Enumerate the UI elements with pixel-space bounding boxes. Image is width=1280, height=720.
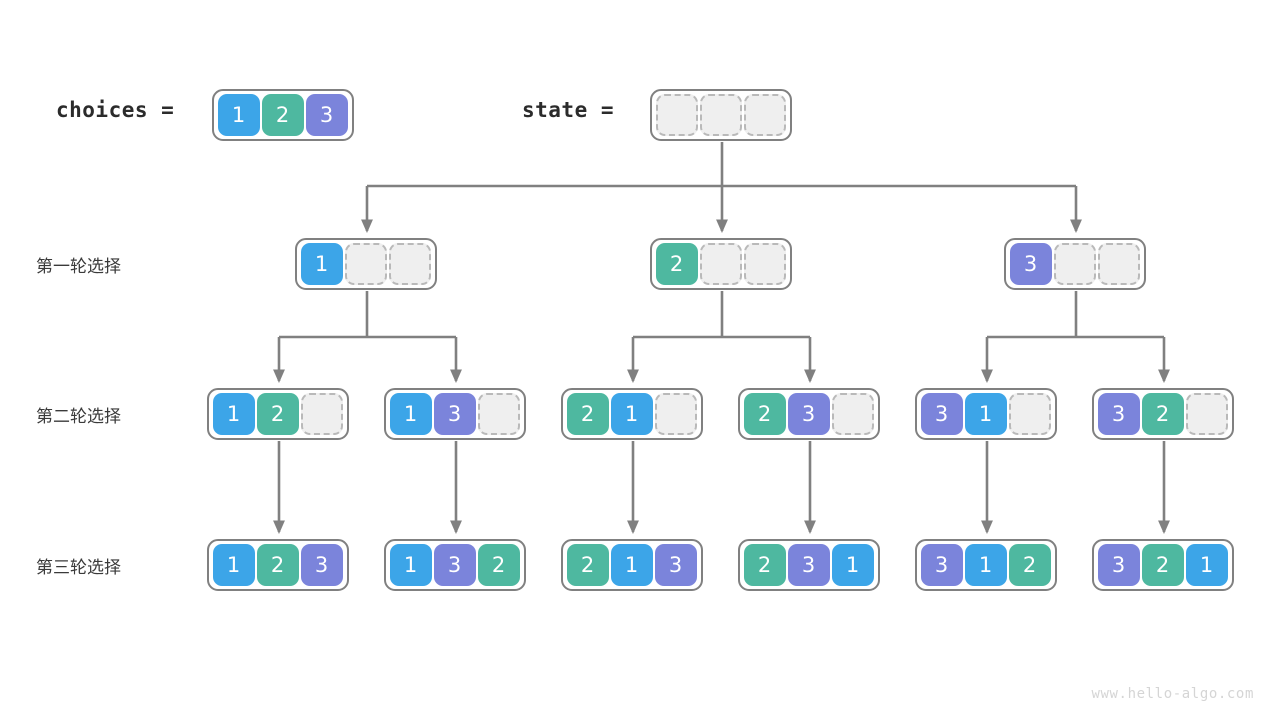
array-cell-filled: 1 bbox=[964, 544, 1007, 586]
array-cell-empty bbox=[1053, 243, 1096, 285]
choices-label: choices = bbox=[56, 98, 175, 122]
array-cell-filled: 2 bbox=[566, 393, 609, 435]
state-node-level1-1: 1 bbox=[294, 238, 437, 290]
array-cell-empty bbox=[831, 393, 874, 435]
array-cell-empty bbox=[300, 393, 343, 435]
array-cell-empty bbox=[699, 243, 742, 285]
row-label-round-2: 第二轮选择 bbox=[36, 407, 121, 427]
array-cell-filled: 2 bbox=[261, 94, 304, 136]
array-cell-filled: 1 bbox=[610, 544, 653, 586]
array-cell-filled: 3 bbox=[305, 94, 348, 136]
array-cell-empty bbox=[743, 243, 786, 285]
array-cell-filled: 3 bbox=[787, 544, 830, 586]
array-cell-filled: 3 bbox=[433, 544, 476, 586]
array-cell-filled: 3 bbox=[1097, 393, 1140, 435]
array-cell-filled: 3 bbox=[300, 544, 343, 586]
state-label: state = bbox=[522, 98, 615, 122]
array-cell-filled: 3 bbox=[787, 393, 830, 435]
array-cell-filled: 1 bbox=[964, 393, 1007, 435]
array-cell-filled: 2 bbox=[1008, 544, 1051, 586]
array-cell-filled: 2 bbox=[1141, 544, 1184, 586]
row-label-round-3: 第三轮选择 bbox=[36, 558, 121, 578]
row-label-round-1: 第一轮选择 bbox=[36, 257, 121, 277]
array-cell-empty bbox=[1008, 393, 1051, 435]
array-cell-filled: 1 bbox=[389, 393, 432, 435]
array-cell-filled: 2 bbox=[743, 393, 786, 435]
array-cell-filled: 2 bbox=[655, 243, 698, 285]
array-cell-empty bbox=[699, 94, 742, 136]
array-cell-filled: 3 bbox=[433, 393, 476, 435]
array-cell-filled: 1 bbox=[300, 243, 343, 285]
array-cell-empty bbox=[477, 393, 520, 435]
array-cell-filled: 1 bbox=[212, 393, 255, 435]
state-array bbox=[649, 89, 792, 141]
array-cell-empty bbox=[1097, 243, 1140, 285]
array-cell-filled: 2 bbox=[566, 544, 609, 586]
array-cell-filled: 3 bbox=[920, 544, 963, 586]
array-cell-filled: 2 bbox=[256, 544, 299, 586]
array-cell-empty bbox=[655, 94, 698, 136]
array-cell-filled: 3 bbox=[1097, 544, 1140, 586]
array-cell-filled: 2 bbox=[477, 544, 520, 586]
array-cell-filled: 2 bbox=[1141, 393, 1184, 435]
array-cell-filled: 1 bbox=[831, 544, 874, 586]
array-cell-filled: 3 bbox=[920, 393, 963, 435]
array-cell-filled: 3 bbox=[1009, 243, 1052, 285]
array-cell-empty bbox=[388, 243, 431, 285]
array-cell-empty bbox=[344, 243, 387, 285]
array-cell-filled: 1 bbox=[389, 544, 432, 586]
array-cell-filled: 1 bbox=[217, 94, 260, 136]
state-node-level1-3: 3 bbox=[1003, 238, 1146, 290]
array-cell-filled: 1 bbox=[1185, 544, 1228, 586]
array-cell-filled: 2 bbox=[743, 544, 786, 586]
state-node-level1-2: 2 bbox=[649, 238, 792, 290]
array-cell-filled: 1 bbox=[212, 544, 255, 586]
watermark: www.hello-algo.com bbox=[1091, 686, 1254, 702]
array-cell-filled: 2 bbox=[256, 393, 299, 435]
array-cell-empty bbox=[654, 393, 697, 435]
array-cell-filled: 3 bbox=[654, 544, 697, 586]
array-cell-empty bbox=[743, 94, 786, 136]
array-cell-filled: 1 bbox=[610, 393, 653, 435]
array-cell-empty bbox=[1185, 393, 1228, 435]
